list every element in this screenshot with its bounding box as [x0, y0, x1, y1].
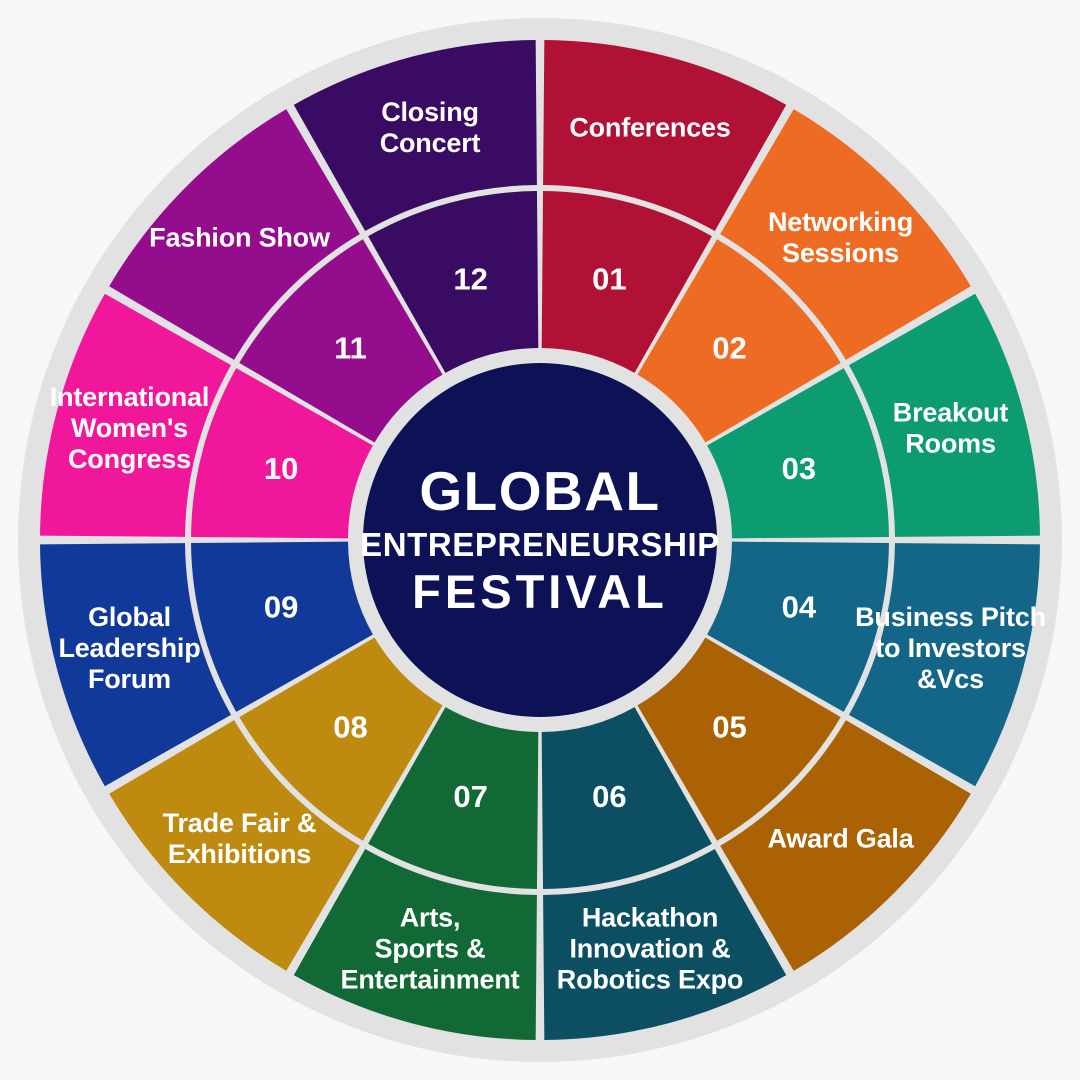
segment-label-band[interactable] — [40, 293, 232, 537]
center-title-line-3: FESTIVAL — [412, 565, 668, 618]
center-title-line-2: ENTREPRENEURSHIP — [360, 526, 720, 563]
segment-number-band[interactable] — [191, 541, 373, 712]
segment-label-band[interactable] — [848, 543, 1040, 787]
segment-number-band[interactable] — [637, 239, 841, 443]
segment-label: Fashion Show — [149, 223, 331, 253]
segment-number-band[interactable] — [239, 239, 443, 443]
wheel-segment[interactable]: Trade Fair &Exhibitions 08 — [109, 637, 443, 971]
segment-label: Award Gala — [767, 824, 914, 854]
segment-number-band[interactable] — [707, 541, 889, 712]
segment-label-band[interactable] — [293, 848, 537, 1040]
segment-label: Trade Fair &Exhibitions — [163, 808, 317, 869]
wheel-segment[interactable]: Arts,Sports &Entertainment 07 — [293, 707, 539, 1040]
segment-number: 03 — [782, 451, 816, 486]
wheel-segment[interactable]: Award Gala 05 — [637, 637, 971, 971]
segment-label-band[interactable] — [543, 40, 787, 232]
segment-number: 05 — [712, 710, 746, 745]
segment-label-band[interactable] — [720, 720, 971, 971]
segment-label-band[interactable] — [848, 293, 1040, 537]
segment-number: 02 — [712, 331, 746, 366]
segment-number-band[interactable] — [707, 368, 889, 539]
segment-number: 09 — [264, 590, 298, 625]
segment-label-band[interactable] — [109, 720, 360, 971]
segment-number-band[interactable] — [368, 707, 539, 889]
segment-number: 12 — [453, 261, 487, 296]
segment-number-band[interactable] — [239, 637, 443, 841]
center-circle — [363, 363, 717, 717]
segment-number-band[interactable] — [637, 637, 841, 841]
segment-label-band[interactable] — [40, 543, 232, 787]
wheel-segment[interactable]: Fashion Show 11 — [109, 109, 443, 443]
segment-number-band[interactable] — [541, 191, 712, 373]
segment-label-band[interactable] — [543, 848, 787, 1040]
segment-label: Conferences — [569, 113, 730, 143]
segment-label-band[interactable] — [109, 109, 360, 360]
segment-label: Arts,Sports &Entertainment — [341, 903, 520, 995]
segment-label-band[interactable] — [293, 40, 537, 232]
segment-number: 06 — [592, 779, 626, 814]
segment-number-band[interactable] — [541, 707, 712, 889]
segment-label-band[interactable] — [720, 109, 971, 360]
wheel-segment[interactable]: Conferences 01 — [541, 40, 787, 373]
segment-number: 11 — [334, 331, 367, 366]
center-title-line-1: GLOBAL — [419, 460, 660, 522]
segment-number: 10 — [264, 451, 298, 486]
segment-number: 01 — [592, 261, 626, 296]
segment-number: 07 — [453, 779, 487, 814]
segment-number: 08 — [333, 710, 367, 745]
segment-number-band[interactable] — [368, 191, 539, 373]
segment-number-band[interactable] — [191, 368, 373, 539]
segment-number: 04 — [782, 590, 817, 625]
